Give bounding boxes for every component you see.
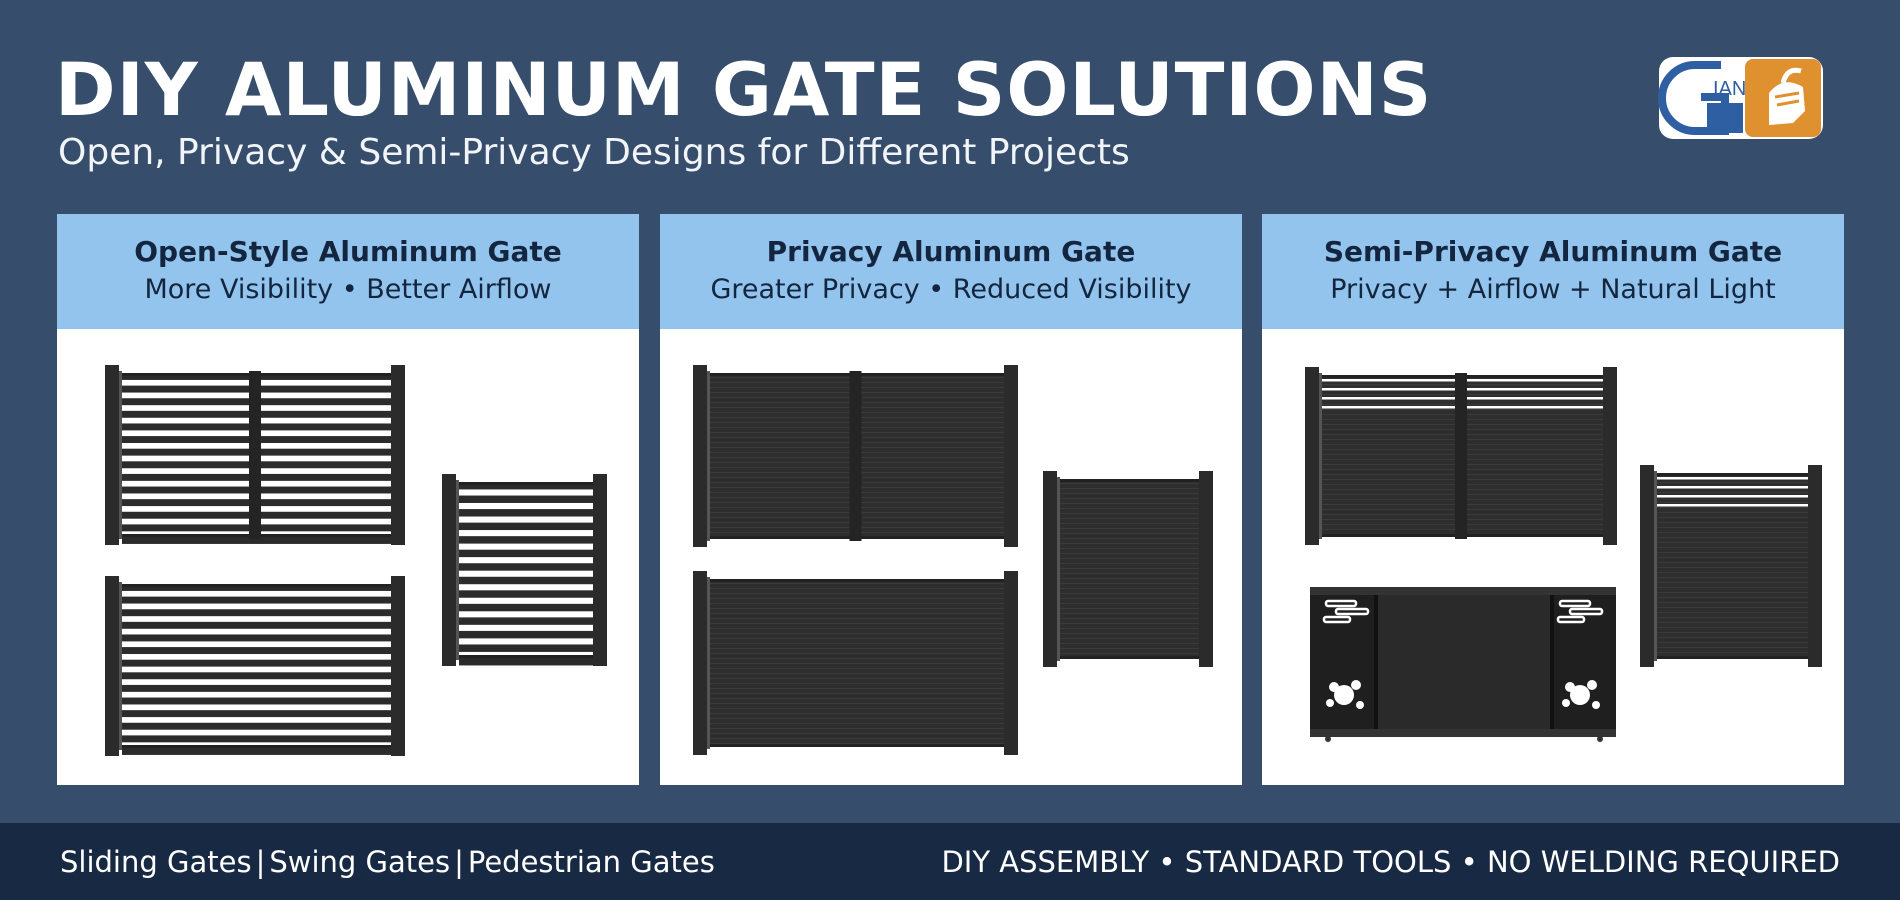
panel-subtitle: Greater Privacy • Reduced Visibility xyxy=(710,274,1192,305)
page-subtitle: Open, Privacy & Semi-Privacy Designs for… xyxy=(58,132,1130,173)
panel-header: Open-Style Aluminum Gate More Visibility… xyxy=(57,214,639,329)
pedestrian-gate-privacy xyxy=(1043,471,1213,667)
panel-privacy: Privacy Aluminum Gate Greater Privacy • … xyxy=(660,214,1242,785)
gate-type-pedestrian: Pedestrian Gates xyxy=(467,845,715,879)
double-swing-gate-open xyxy=(105,365,405,545)
panel-header: Privacy Aluminum Gate Greater Privacy • … xyxy=(660,214,1242,329)
panel-subtitle: More Visibility • Better Airflow xyxy=(144,274,552,305)
giant-logo: IANT xyxy=(1658,57,1823,139)
separator: | xyxy=(255,845,266,879)
panel-open-style: Open-Style Aluminum Gate More Visibility… xyxy=(57,214,639,785)
panel-title: Open-Style Aluminum Gate xyxy=(134,235,562,268)
panel-image-area xyxy=(1262,329,1844,785)
pedestrian-gate-open xyxy=(442,474,607,666)
panel-image-area xyxy=(57,329,639,785)
panel-subtitle: Privacy + Airflow + Natural Light xyxy=(1330,274,1776,305)
decorative-sliding-gate xyxy=(1310,587,1616,742)
knight-helmet-icon xyxy=(1769,67,1805,125)
panel-image-area xyxy=(660,329,1242,785)
pedestrian-gate-semi-privacy xyxy=(1640,465,1822,667)
panel-semi-privacy: Semi-Privacy Aluminum Gate Privacy + Air… xyxy=(1262,214,1844,785)
footer-bar: Sliding Gates|Swing Gates|Pedestrian Gat… xyxy=(0,823,1900,900)
separator: | xyxy=(454,845,464,879)
panel-header: Semi-Privacy Aluminum Gate Privacy + Air… xyxy=(1262,214,1844,329)
features-text: DIY ASSEMBLY • STANDARD TOOLS • NO WELDI… xyxy=(941,845,1840,879)
sliding-gate-privacy xyxy=(693,571,1018,755)
cloud-ornament-icon xyxy=(1322,599,1604,624)
gate-type-sliding: Sliding Gates xyxy=(60,845,252,879)
double-swing-gate-privacy xyxy=(693,365,1018,547)
flower-ornament-icon xyxy=(1326,680,1600,709)
sliding-gate-open xyxy=(105,576,405,756)
panel-title: Semi-Privacy Aluminum Gate xyxy=(1323,235,1783,268)
gate-types-list: Sliding Gates|Swing Gates|Pedestrian Gat… xyxy=(60,845,715,879)
page-title: DIY ALUMINUM GATE SOLUTIONS xyxy=(55,48,1433,133)
double-swing-gate-semi-privacy xyxy=(1305,367,1617,545)
panel-title: Privacy Aluminum Gate xyxy=(766,235,1136,268)
gate-type-swing: Swing Gates xyxy=(269,845,451,879)
